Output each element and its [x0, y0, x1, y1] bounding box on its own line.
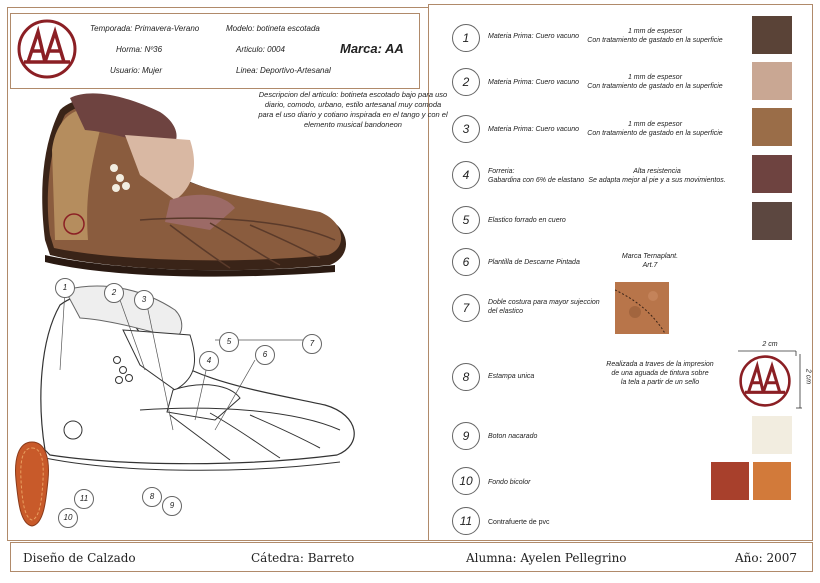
- callout-6: 6: [255, 345, 275, 365]
- linea-text: Linea: Deportivo-Artesanal: [236, 66, 331, 75]
- material-number-3: 3: [452, 115, 480, 143]
- stamp-height-label: 2 cm: [804, 368, 812, 385]
- material-number-1: 1: [452, 24, 480, 52]
- material-label-1: Materia Prima: Cuero vacuno: [488, 33, 580, 40]
- material-swatch-3: [752, 108, 792, 146]
- material-number-6: 6: [452, 248, 480, 276]
- material-label-11: Contrafuerte de pvc: [488, 519, 550, 526]
- callout-9: 9: [162, 496, 182, 516]
- material-label-3: Materia Prima: Cuero vacuno: [488, 126, 580, 133]
- callout-5: 5: [219, 332, 239, 352]
- callout-2: 2: [104, 283, 124, 303]
- horma-text: Horma: Nº36: [116, 45, 163, 54]
- alumna-text: Alumna: Ayelen Pellegrino: [466, 551, 627, 565]
- material-label-8: Estampa unica: [488, 373, 535, 380]
- material-spec-1: 1 mm de espesor Con tratamiento de gasta…: [587, 28, 723, 44]
- footer-box: Diseño de Calzado Cátedra: Barreto Alumn…: [10, 542, 813, 572]
- callout-10: 10: [58, 508, 78, 528]
- sole-illustration: [15, 441, 49, 527]
- material-swatch-4: [752, 155, 792, 193]
- material-swatch-10a: [711, 462, 749, 500]
- usuario-text: Usuario: Mujer: [110, 66, 163, 75]
- material-label-7: Doble costura para mayor sujeccion del e…: [488, 299, 600, 315]
- catedra-text: Cátedra: Barreto: [251, 551, 355, 565]
- material-number-4: 4: [452, 161, 480, 189]
- stitching-sample-image: [615, 282, 669, 334]
- callout-11: 11: [74, 489, 94, 509]
- marca-text: Marca: AA: [340, 41, 404, 56]
- callout-4: 4: [199, 351, 219, 371]
- material-spec-4: Alta resistencia Se adapta mejor al pie …: [588, 168, 726, 184]
- temporada-text: Temporada: Primavera-Verano: [90, 24, 200, 33]
- callout-3: 3: [134, 290, 154, 310]
- material-label-2: Materia Prima: Cuero vacuno: [488, 79, 580, 86]
- material-number-11: 11: [452, 507, 480, 535]
- material-label-9: Boton nacarado: [488, 433, 538, 440]
- callout-7: 7: [302, 334, 322, 354]
- material-spec-2: 1 mm de espesor Con tratamiento de gasta…: [587, 74, 723, 90]
- material-swatch-10b: [753, 462, 791, 500]
- callout-8: 8: [142, 487, 162, 507]
- right-panel: [428, 4, 813, 541]
- material-spec-6: Marca Ternaplant. Art.7: [621, 253, 679, 269]
- material-spec-3: 1 mm de espesor Con tratamiento de gasta…: [587, 121, 723, 137]
- material-number-8: 8: [452, 363, 480, 391]
- year-text: Año: 2007: [735, 551, 798, 565]
- material-spec-8: Realizada a traves de la impresion de un…: [606, 361, 714, 386]
- material-swatch-1: [752, 16, 792, 54]
- material-label-4: Forreria: Gabardina con 6% de elastano: [488, 168, 585, 184]
- material-number-5: 5: [452, 206, 480, 234]
- shoe-technical-drawing: [40, 285, 355, 471]
- material-number-2: 2: [452, 68, 480, 96]
- material-number-7: 7: [452, 294, 480, 322]
- course-text: Diseño de Calzado: [23, 551, 136, 565]
- description-text: Descripcion del articulo: botineta escot…: [258, 90, 448, 129]
- callout-1: 1: [55, 278, 75, 298]
- material-number-10: 10: [452, 467, 480, 495]
- stamp-width-label: 2 cm: [762, 341, 778, 348]
- stamp-dimension-lines: [738, 350, 802, 409]
- material-label-10: Fondo bicolor: [488, 479, 531, 486]
- material-swatch-5: [752, 202, 792, 240]
- material-swatch-9: [752, 416, 792, 454]
- material-label-5: Elastico forrado en cuero: [488, 217, 566, 224]
- material-swatch-2: [752, 62, 792, 100]
- shoe-color-illustration: [42, 93, 347, 277]
- brand-logo-icon: [17, 19, 77, 79]
- material-label-6: Plantilla de Descarne Pintada: [488, 259, 580, 266]
- header-box: [10, 13, 420, 89]
- material-number-9: 9: [452, 422, 480, 450]
- articulo-text: Articulo: 0004: [236, 45, 285, 54]
- modelo-text: Modelo: botineta escotada: [226, 24, 320, 33]
- brand-stamp-icon: [739, 355, 791, 407]
